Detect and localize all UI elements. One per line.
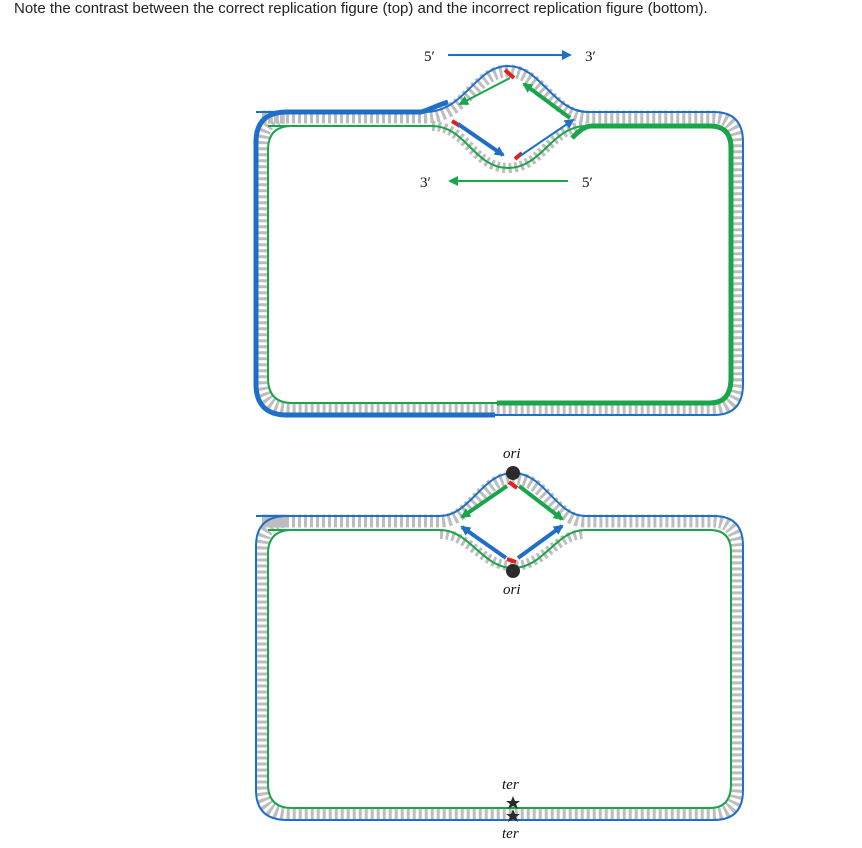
ter-star-bottom [506, 809, 520, 822]
label-5-prime-bottom: 5′ [582, 175, 593, 191]
top-thick-blue-left [253, 99, 495, 418]
bottom-inner-strand [267, 529, 732, 809]
label-ori-bottom: ori [503, 582, 521, 598]
bottom-blue-arrow-lower-left [460, 525, 508, 560]
top-green-leading-upper [522, 82, 572, 120]
top-green-okazaki-upper [458, 77, 511, 105]
bottom-green-arrow-upper-right [517, 484, 564, 521]
top-red-primer-lower-right [513, 151, 524, 161]
figure-caption: Note the contrast between the correct re… [14, 0, 708, 17]
top-blue-leading-lower [456, 122, 505, 157]
bottom-green-arrow-upper-left [460, 484, 509, 519]
label-5-prime-top: 5′ [424, 49, 435, 65]
top-thick-green-right [497, 123, 734, 406]
bottom-bubble-inner-rungs [439, 529, 586, 572]
bottom-outer-strand [255, 471, 744, 821]
top-rungs [255, 64, 744, 416]
top-inner-strand [267, 125, 732, 404]
top-blue-okazaki-lower [519, 118, 575, 157]
top-red-primer-upper [503, 68, 516, 80]
label-3-prime-top: 3′ [585, 49, 596, 65]
bottom-blue-arrow-lower-right [516, 524, 564, 560]
label-ter-top: ter [502, 777, 519, 793]
label-ter-bottom: ter [502, 826, 519, 842]
label-3-prime-bottom: 3′ [420, 175, 431, 191]
ori-dot-top [506, 466, 520, 480]
bottom-rungs [255, 471, 744, 821]
ter-star-top [506, 796, 520, 809]
bottom-replication-figure: ori ori ter ter [255, 446, 744, 842]
bottom-red-primer-upper [507, 480, 519, 490]
top-replication-figure: 5′ 3′ 3′ 5′ [253, 49, 744, 418]
ori-dot-bottom [506, 564, 520, 578]
bottom-red-primer-lower [506, 557, 517, 564]
label-ori-top: ori [503, 446, 521, 462]
